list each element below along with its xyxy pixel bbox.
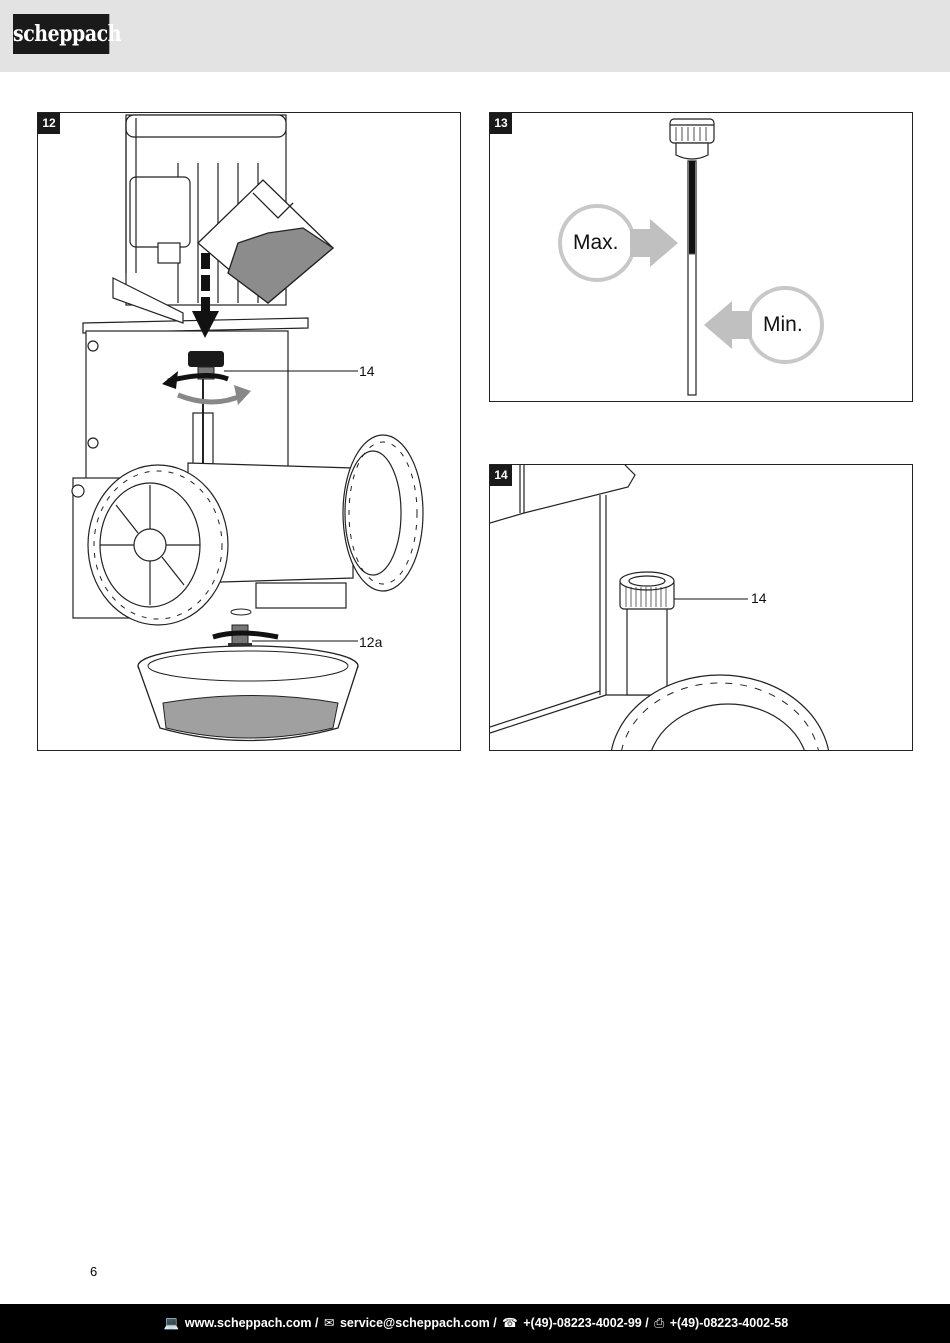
min-level-label: Min. [763, 313, 803, 336]
footer-fax: +(49)-08223-4002-58 [669, 1316, 789, 1330]
figure-13: 13 Max. Min. [489, 112, 913, 402]
footer-separator: / [493, 1316, 497, 1330]
oil-filler-cap-illustration [490, 465, 830, 750]
figure-number-badge: 12 [38, 113, 60, 134]
callout-14: 14 [359, 363, 375, 379]
footer-separator: / [645, 1316, 649, 1330]
callout-12a: 12a [359, 634, 383, 650]
figure-14: 14 14 [489, 464, 913, 751]
page-number: 6 [90, 1264, 98, 1279]
figure-number-badge: 14 [490, 465, 512, 486]
callout-14: 14 [751, 590, 767, 606]
footer-separator: / [315, 1316, 319, 1330]
footer-website-link[interactable]: www.scheppach.com [184, 1316, 312, 1330]
footer-email-link[interactable]: service@scheppach.com [339, 1316, 490, 1330]
footer-bar: 💻 www.scheppach.com / ✉ service@scheppac… [0, 1304, 950, 1343]
dipstick-illustration [558, 118, 824, 396]
figure-number-badge: 13 [490, 113, 512, 134]
figure-12: 12 [37, 112, 461, 751]
phone-icon: ☎ [502, 1316, 518, 1330]
computer-icon: 💻 [163, 1316, 180, 1330]
oil-change-illustration [71, 114, 424, 742]
max-level-label: Max. [573, 231, 619, 254]
header-bar [0, 0, 950, 72]
brand-logo: scheppach [13, 14, 122, 54]
footer-phone: +(49)-08223-4002-99 [523, 1316, 642, 1330]
envelope-icon: ✉ [323, 1316, 335, 1330]
fax-icon: ⎙ [654, 1316, 665, 1330]
